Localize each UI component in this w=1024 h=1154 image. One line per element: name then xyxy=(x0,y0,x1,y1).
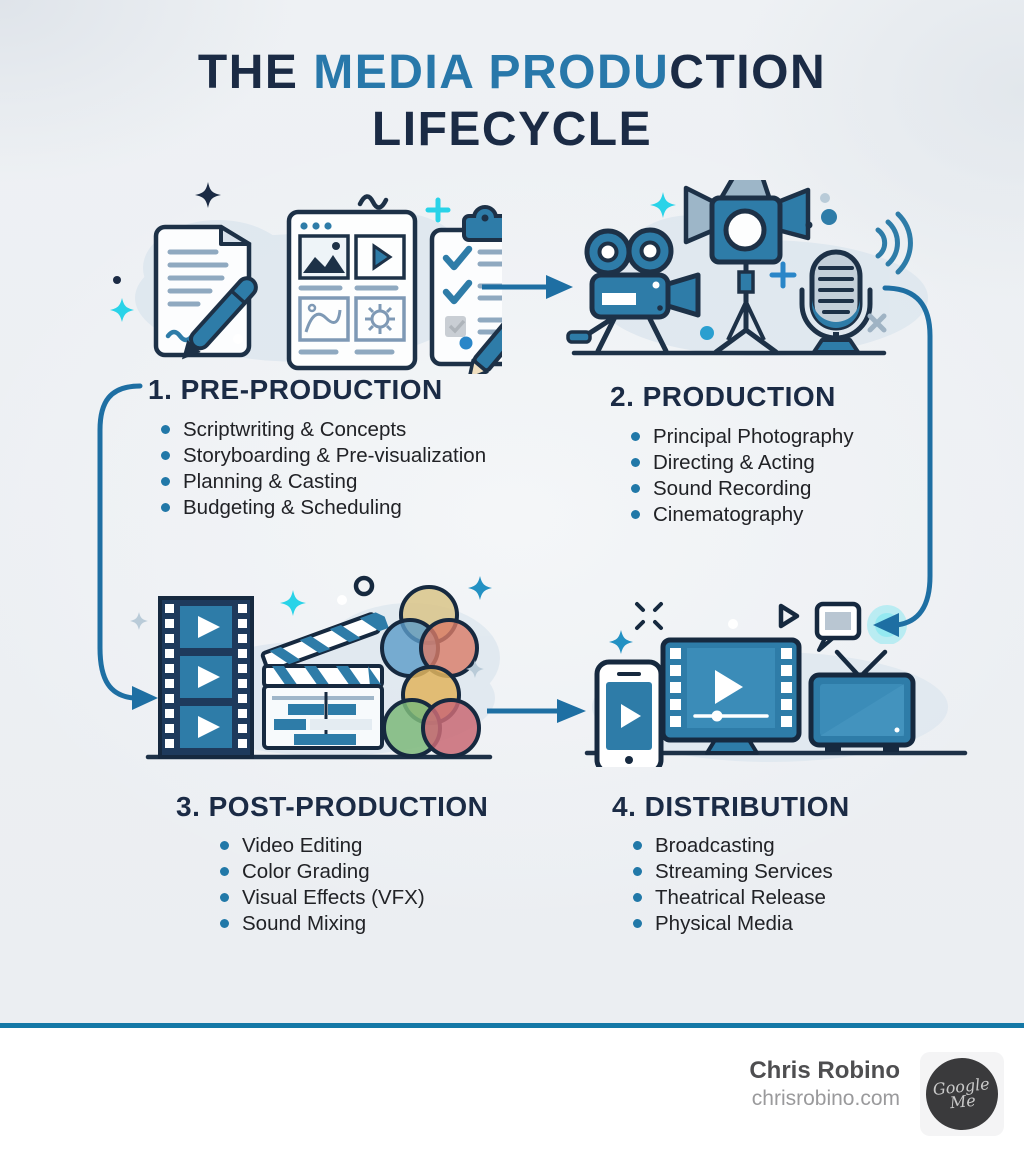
distribution-illustration xyxy=(584,601,968,767)
list-item: Budgeting & Scheduling xyxy=(161,495,486,521)
pencil xyxy=(467,297,502,374)
author-name: Chris Robino xyxy=(749,1057,900,1084)
list-item: Cinematography xyxy=(631,502,854,528)
script-document-pen-icon xyxy=(153,224,258,360)
bullet-dot xyxy=(633,867,642,876)
sparkle-decorations xyxy=(650,192,887,340)
bullet-dot xyxy=(631,432,640,441)
post-production-list: Video Editing Color Grading Visual Effec… xyxy=(220,833,425,937)
sound-waves xyxy=(875,211,913,275)
studio-light-icon xyxy=(683,180,811,355)
section-heading-pre-production: 1. PRE-PRODUCTION xyxy=(148,374,443,405)
list-item: Visual Effects (VFX) xyxy=(220,885,425,911)
google-me-logo: Google Me xyxy=(920,1052,1004,1136)
bullet-dot xyxy=(633,919,642,928)
list-item: Video Editing xyxy=(220,833,425,859)
smartphone-icon xyxy=(594,659,664,767)
section-heading-production: 2. PRODUCTION xyxy=(610,381,836,412)
credit-block: Chris Robino chrisrobino.com xyxy=(749,1056,900,1112)
sparkle-decorations xyxy=(110,182,473,350)
storyboard-panels-icon xyxy=(286,209,418,371)
list-item: Broadcasting xyxy=(633,833,833,859)
logo-text-line2: Me xyxy=(948,1090,977,1113)
list-item: Storyboarding & Pre-visualization xyxy=(161,443,486,469)
production-illustration xyxy=(566,180,928,356)
bullet-dot xyxy=(161,477,170,486)
page-title-line2: LIFECYCLE xyxy=(371,103,653,156)
sparkle-decorations xyxy=(130,575,492,678)
list-item: Principal Photography xyxy=(631,424,854,450)
pen xyxy=(181,276,258,360)
bullet-dot xyxy=(220,919,229,928)
section-heading-post-production: 3. POST-PRODUCTION xyxy=(176,791,489,822)
footer-background xyxy=(0,1028,1024,1154)
author-website: chrisrobino.com xyxy=(751,1087,900,1110)
bullet-dot xyxy=(161,425,170,434)
arrow-post-production-to-distribution xyxy=(487,699,586,723)
list-item: Sound Recording xyxy=(631,476,854,502)
list-item: Physical Media xyxy=(633,911,833,937)
pre-production-illustration xyxy=(110,182,502,374)
film-strip-icon xyxy=(158,596,254,759)
bullet-dot xyxy=(161,451,170,460)
list-item: Theatrical Release xyxy=(633,885,833,911)
clapperboard-timeline-icon xyxy=(260,612,389,750)
bullet-dot xyxy=(631,458,640,467)
color-wheel-venn-icon xyxy=(380,585,481,758)
film-camera-icon xyxy=(566,227,701,354)
pre-production-list: Scriptwriting & Concepts Storyboarding &… xyxy=(161,417,486,521)
bullet-dot xyxy=(633,841,642,850)
list-item: Planning & Casting xyxy=(161,469,486,495)
list-item: Directing & Acting xyxy=(631,450,854,476)
list-item: Streaming Services xyxy=(633,859,833,885)
bullet-dot xyxy=(631,510,640,519)
page-title: THE MEDIA PRODUCTION LIFECYCLE xyxy=(0,44,1024,158)
monitor-video-player-icon xyxy=(660,637,802,755)
logo-circle: Google Me xyxy=(922,1054,1002,1134)
microphone-icon xyxy=(799,211,913,354)
list-item: Scriptwriting & Concepts xyxy=(161,417,486,443)
list-item: Color Grading xyxy=(220,859,425,885)
section-heading-distribution: 4. DISTRIBUTION xyxy=(612,791,850,822)
bullet-dot xyxy=(220,867,229,876)
arrow-pre-production-to-post-production xyxy=(97,383,158,710)
arrow-pre-production-to-production xyxy=(482,275,573,299)
sparkle-decorations xyxy=(609,602,800,654)
production-list: Principal Photography Directing & Acting… xyxy=(631,424,854,528)
list-item: Sound Mixing xyxy=(220,911,425,937)
bullet-dot xyxy=(633,893,642,902)
arrow-production-to-distribution xyxy=(867,285,933,644)
distribution-list: Broadcasting Streaming Services Theatric… xyxy=(633,833,833,937)
post-production-illustration xyxy=(130,575,500,760)
television-icon xyxy=(808,649,916,752)
bullet-dot xyxy=(631,484,640,493)
page-title-line1: THE MEDIA PRODUCTION xyxy=(197,46,827,99)
footer-divider xyxy=(0,1023,1024,1028)
speech-bubble-icon xyxy=(814,601,862,652)
bullet-dot xyxy=(220,841,229,850)
bullet-dot xyxy=(161,503,170,512)
bullet-dot xyxy=(220,893,229,902)
